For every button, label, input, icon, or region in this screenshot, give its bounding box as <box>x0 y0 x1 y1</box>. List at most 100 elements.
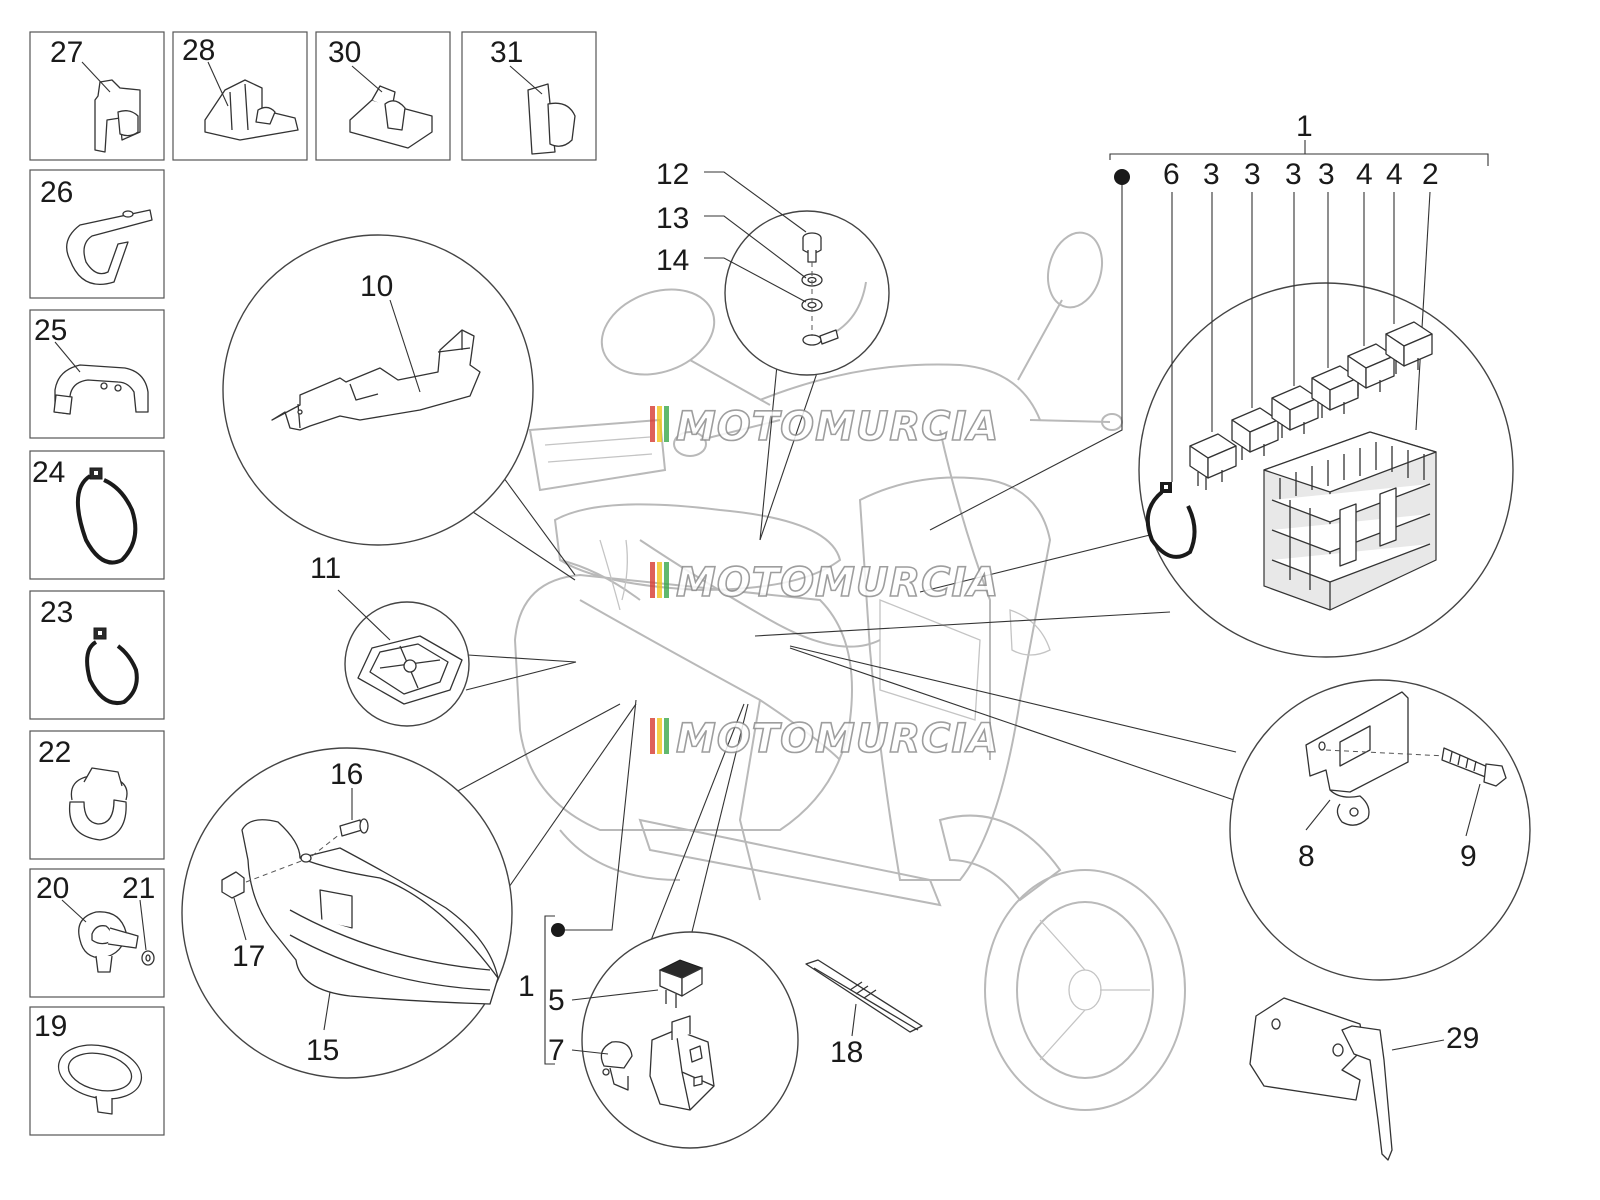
part-number-27: 27 <box>50 36 83 69</box>
scooter-outline-icon <box>513 231 1186 1111</box>
callout-cover-15-17: 16 17 15 <box>181 703 637 1079</box>
screw-icon <box>1441 747 1507 787</box>
part-box-27: 27 <box>29 31 165 161</box>
part-number-31: 31 <box>490 36 523 69</box>
watermark-stripe <box>664 406 669 442</box>
watermark-stripe <box>650 406 655 442</box>
bracket-icon <box>1305 691 1409 826</box>
clip-icon <box>94 79 141 153</box>
part-number-26: 26 <box>40 176 73 209</box>
part-number-10: 10 <box>360 270 393 303</box>
washer-icon <box>141 950 155 966</box>
watermark-text: MOTOMURCIA <box>676 716 999 762</box>
watermark-stripe <box>664 562 669 598</box>
bracket-icon <box>66 209 153 286</box>
part-number-8: 8 <box>1298 840 1315 873</box>
watermark-stripe <box>657 718 662 754</box>
part-number-16: 16 <box>330 758 363 791</box>
part-number-21: 21 <box>122 872 155 905</box>
part-number-23: 23 <box>40 596 73 629</box>
part-number-2: 2 <box>1422 158 1439 191</box>
part-box-22: 22 <box>29 730 165 860</box>
watermark-logo: MOTOMURCIA <box>650 403 999 451</box>
clip-icon <box>78 911 139 973</box>
callout-bracket-8-9: 8 9 <box>789 645 1531 981</box>
watermark-text: MOTOMURCIA <box>676 404 999 450</box>
fuse-icon <box>1189 433 1237 490</box>
part-box-28: 28 <box>172 31 308 161</box>
part-box-20-21: 20 21 <box>29 868 165 998</box>
watermark-stripe <box>650 718 655 754</box>
part-number-4b: 4 <box>1386 158 1403 191</box>
part-number-11: 11 <box>310 552 341 585</box>
clip-icon <box>204 79 299 141</box>
part-number-19: 19 <box>34 1010 67 1043</box>
part-number-13: 13 <box>656 202 689 235</box>
clip-icon <box>349 85 433 149</box>
clip-icon <box>527 83 576 155</box>
part-box-23: 23 <box>29 590 165 720</box>
part-number-9: 9 <box>1460 840 1477 873</box>
callout-screws-12-14: 12 13 14 <box>656 158 890 541</box>
part-box-31: 31 <box>461 31 597 161</box>
clip-icon <box>68 767 128 841</box>
part-number-7: 7 <box>548 1034 565 1067</box>
callout-grommet-11: 11 <box>310 552 577 727</box>
part-box-24: 24 <box>29 450 165 580</box>
bracket-icon <box>1249 997 1393 1161</box>
watermark-stripe <box>657 562 662 598</box>
bracket-icon <box>271 329 481 431</box>
part-18-strip: 18 <box>805 959 923 1069</box>
part-number-4a: 4 <box>1356 158 1373 191</box>
watermark-stripe <box>657 406 662 442</box>
part-number-29: 29 <box>1446 1022 1479 1055</box>
part-box-25: 25 <box>29 309 165 439</box>
part-number-15: 15 <box>306 1034 339 1067</box>
cable-tie-icon <box>75 467 138 565</box>
part-box-19: 19 <box>29 1006 165 1136</box>
part-number-24: 24 <box>32 456 65 489</box>
cable-tie-icon <box>85 627 139 705</box>
part-number-1-bottom: 1 <box>518 970 535 1003</box>
part-number-12: 12 <box>656 158 689 191</box>
part-number-3b: 3 <box>1244 158 1261 191</box>
fuse-icon <box>1271 385 1319 438</box>
part-number-17: 17 <box>232 940 265 973</box>
part-box-26: 26 <box>29 169 165 299</box>
watermark-stripe <box>664 718 669 754</box>
part-number-28: 28 <box>182 34 215 67</box>
part-box-30: 30 <box>315 31 451 161</box>
part-number-3a: 3 <box>1203 158 1220 191</box>
part-number-6: 6 <box>1163 158 1180 191</box>
screw-icon <box>339 818 369 837</box>
callout-fuse-box: 1 6 3 3 3 3 4 4 2 <box>754 110 1514 658</box>
part-number-5: 5 <box>548 984 565 1017</box>
cable-tie-icon <box>1145 482 1197 559</box>
part-number-1-top: 1 <box>1296 110 1313 143</box>
cover-icon <box>241 819 499 1005</box>
watermark-logo: MOTOMURCIA <box>650 559 999 607</box>
grommet-icon <box>357 635 463 705</box>
part-number-18: 18 <box>830 1036 863 1069</box>
watermark-logo: MOTOMURCIA <box>650 715 999 763</box>
part-number-3d: 3 <box>1318 158 1335 191</box>
watermark: MOTOMURCIA MOTOMURCIA MOTOMURCIA <box>650 403 999 763</box>
clip-icon <box>57 1044 143 1115</box>
clip-icon <box>221 871 245 899</box>
part-number-22: 22 <box>38 736 71 769</box>
watermark-text: MOTOMURCIA <box>676 560 999 606</box>
fuse-box-icon <box>1263 431 1437 611</box>
part-number-20: 20 <box>36 872 69 905</box>
part-number-30: 30 <box>328 36 361 69</box>
callout-fuse-5-7: 1 5 7 <box>518 699 799 1149</box>
screw-icon <box>802 232 822 263</box>
clip-icon <box>600 1041 633 1091</box>
relay-socket-icon <box>649 1015 715 1111</box>
fuse-icon <box>1311 365 1359 418</box>
part-number-14: 14 <box>656 244 689 277</box>
part-29-bracket: 29 <box>1249 997 1479 1161</box>
part-number-25: 25 <box>34 314 67 347</box>
part-number-3c: 3 <box>1285 158 1302 191</box>
callout-bracket-10: 10 <box>222 234 576 581</box>
